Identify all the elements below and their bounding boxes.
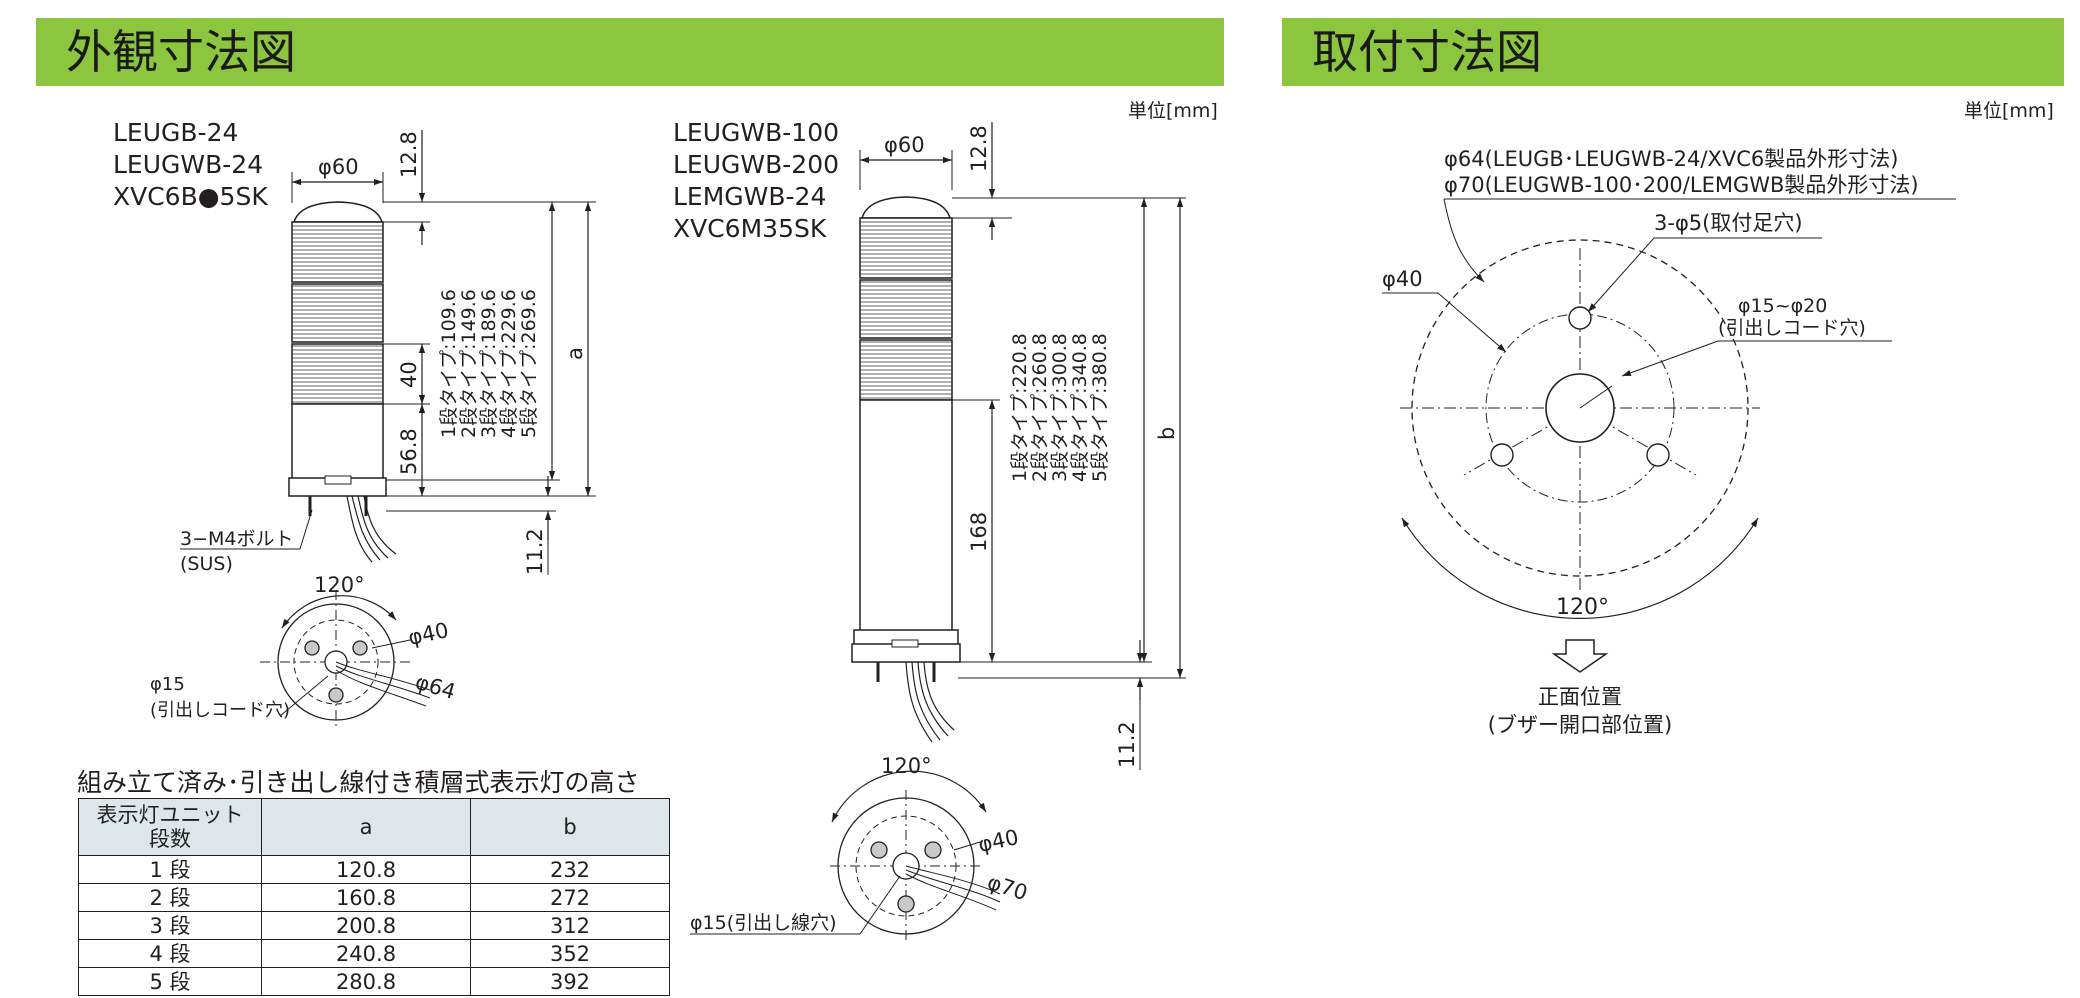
dimension-11-2: 11.2 (523, 528, 547, 575)
cord-hole-size: φ15~φ20 (1738, 295, 1827, 317)
tier-cell: 3 段 (78, 911, 262, 940)
model-name: LEUGWB-200 (673, 150, 839, 179)
section-header-mounting-dimensions: 取付寸法図 (1282, 18, 2064, 86)
section-header-external-dimensions: 外観寸法図 (36, 18, 1224, 86)
a-cell: 240.8 (261, 939, 471, 968)
tier-type-height: 5段タイプ:380.8 (1089, 333, 1111, 482)
model-name: XVC6M35SK (673, 214, 827, 243)
phi64-note: φ64(LEUGB･LEUGWB-24/XVC6製品外形寸法) (1444, 147, 1898, 171)
model-name: LEUGWB-24 (113, 150, 263, 179)
dimension-phi40: φ40 (976, 825, 1021, 857)
angle-120: 120° (314, 573, 365, 597)
dimension-phi64: φ64 (413, 670, 459, 704)
cord-hole-label: φ15(引出し線穴) (690, 912, 837, 934)
dimension-phi40: φ40 (406, 618, 451, 650)
tier-cell: 1 段 (78, 855, 262, 884)
dimension-168: 168 (967, 512, 991, 552)
header-b: b (470, 798, 670, 856)
tier-type-height: 3段タイプ:300.8 (1049, 333, 1071, 482)
front-position-label: 正面位置 (1538, 685, 1622, 709)
phi40-label: φ40 (1382, 267, 1423, 291)
tier-type-height: 4段タイプ:229.6 (498, 289, 520, 438)
a-cell: 280.8 (261, 967, 471, 996)
middle-tower-drawing: LEUGWB-100 LEUGWB-200 LEMGWB-24 XVC6M35S… (673, 118, 1186, 944)
phi70-note: φ70(LEUGWB-100･200/LEMGWB製品外形寸法) (1444, 173, 1919, 197)
unit-label-left: 単位[mm] (1128, 100, 1218, 122)
dimension-phi70: φ70 (984, 870, 1030, 905)
tier-type-height: 2段タイプ:260.8 (1029, 333, 1051, 482)
bolt-material: (SUS) (180, 553, 233, 575)
tier-type-height: 1段タイプ:109.6 (438, 289, 460, 438)
header-tier-count: 表示灯ユニット段数 (78, 798, 262, 856)
b-cell: 392 (470, 967, 670, 996)
section-title: 取付寸法図 (1312, 25, 1542, 79)
a-cell: 120.8 (261, 855, 471, 884)
b-cell: 312 (470, 911, 670, 940)
dimension-b: b (1155, 427, 1179, 440)
tier-cell: 5 段 (78, 967, 262, 996)
mounting-drawing: φ64(LEUGB･LEUGWB-24/XVC6製品外形寸法) φ70(LEUG… (1382, 147, 1956, 737)
dimension-40: 40 (397, 361, 421, 388)
dimension-56-8: 56.8 (397, 428, 421, 475)
tier-type-height: 4段タイプ:340.8 (1069, 333, 1091, 482)
mount-hole-label: 3-φ5(取付足穴) (1654, 211, 1803, 235)
b-cell: 272 (470, 883, 670, 912)
middle-bottom-view: 120° φ40 φ70 φ15(引出し線穴) (690, 754, 1030, 944)
b-cell: 352 (470, 939, 670, 968)
dimension-a: a (563, 347, 587, 360)
front-position-sub: (ブザー開口部位置) (1488, 713, 1672, 737)
angle-120: 120° (1556, 595, 1609, 620)
model-name: LEMGWB-24 (673, 182, 826, 211)
a-cell: 160.8 (261, 883, 471, 912)
dimension-12-8: 12.8 (967, 125, 991, 172)
tier-cell: 4 段 (78, 939, 262, 968)
tier-type-height: 5段タイプ:269.6 (518, 289, 540, 438)
dimension-12-8: 12.8 (397, 131, 421, 178)
cord-hole-label: (引出しコード穴) (1718, 317, 1866, 339)
left-tower-drawing: LEUGB-24 LEUGWB-24 XVC6B●5SK φ60 12.8 (113, 118, 596, 730)
tier-type-height: 2段タイプ:149.6 (458, 289, 480, 438)
left-bottom-view: 120° φ40 φ64 φ15 (引出しコード穴) (150, 573, 458, 730)
dimension-phi60: φ60 (884, 133, 925, 157)
section-title: 外観寸法図 (66, 25, 296, 79)
bolt-label: 3−M4ボルト (180, 528, 294, 550)
model-name: LEUGWB-100 (673, 118, 839, 147)
cord-hole-size: φ15 (150, 674, 185, 695)
a-cell: 200.8 (261, 911, 471, 940)
tier-cell: 2 段 (78, 883, 262, 912)
model-name: LEUGB-24 (113, 118, 238, 147)
table-header-row: 表示灯ユニット段数 a b (78, 798, 670, 856)
dimension-phi60: φ60 (318, 155, 359, 179)
dimension-11-2: 11.2 (1115, 721, 1139, 768)
height-table-title: 組み立て済み･引き出し線付き積層式表示灯の高さ (77, 768, 640, 797)
cord-hole-label: (引出しコード穴) (150, 700, 290, 721)
header-a: a (261, 798, 471, 856)
tier-type-height: 1段タイプ:220.8 (1009, 333, 1031, 482)
b-cell: 232 (470, 855, 670, 884)
model-name: XVC6B●5SK (113, 182, 268, 211)
unit-label-right: 単位[mm] (1964, 100, 2054, 122)
tier-type-height: 3段タイプ:189.6 (478, 289, 500, 438)
